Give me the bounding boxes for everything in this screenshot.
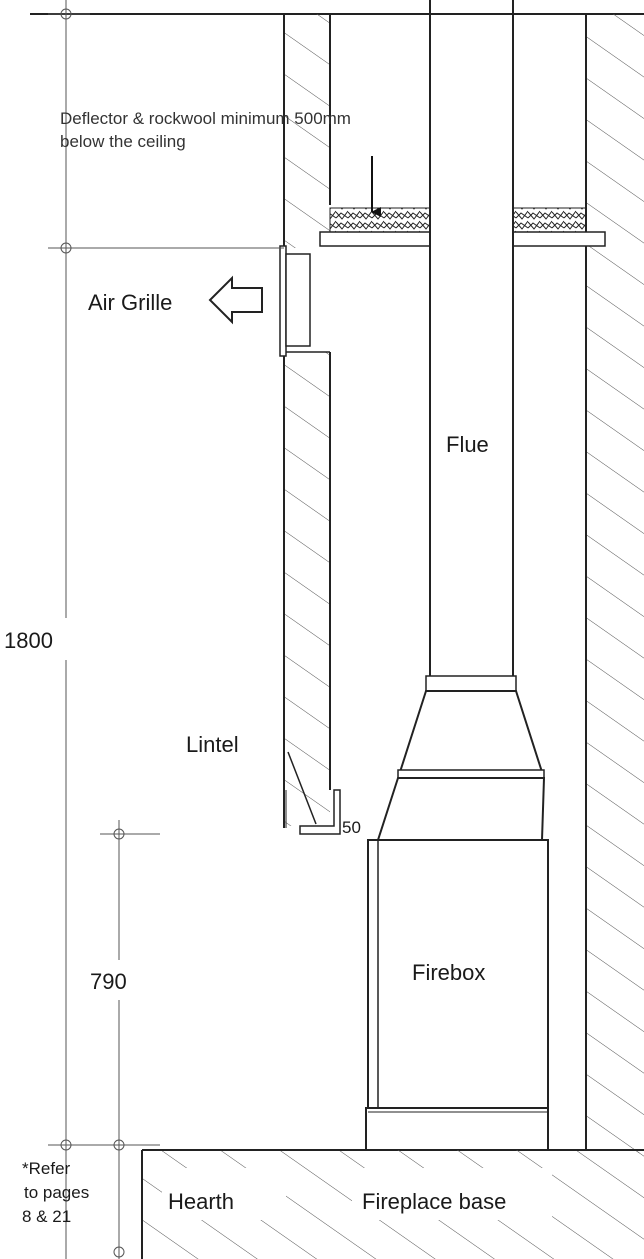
hearth-base	[141, 1149, 644, 1259]
firebox	[365, 839, 549, 1151]
lintel-height-dimension: 790	[90, 969, 127, 994]
lintel-leader	[287, 751, 317, 825]
fireplace-base-label: Fireplace base	[362, 1189, 506, 1214]
chimney-breast-lower	[283, 351, 331, 828]
deflector-plate	[319, 231, 606, 247]
refer-note-line1: *Refer	[22, 1159, 71, 1178]
grille-height-dimension: 1800	[4, 628, 53, 653]
lintel-depth-dimension: 50	[342, 818, 361, 837]
air-outflow-arrow	[208, 275, 263, 325]
air-grille	[279, 245, 311, 357]
deflector-note-line2: below the ceiling	[60, 132, 186, 151]
refer-note-line2: to pages	[24, 1183, 89, 1202]
rear-wall	[585, 14, 644, 1153]
dimension-lines	[48, 0, 284, 1259]
air-grille-label: Air Grille	[88, 290, 172, 315]
lintel-label: Lintel	[186, 732, 239, 757]
hearth-label: Hearth	[168, 1189, 234, 1214]
deflector-note-line1: Deflector & rockwool minimum 500mm	[60, 109, 351, 128]
lintel-angle	[285, 789, 341, 835]
refer-note-line3: 8 & 21	[22, 1207, 71, 1226]
chimney-breast-upper	[283, 14, 331, 248]
rockwool-insulation	[329, 207, 587, 233]
firebox-label: Firebox	[412, 960, 485, 985]
flue-transition	[376, 690, 546, 841]
flue-label: Flue	[446, 432, 489, 457]
flue-pipe	[425, 0, 517, 692]
